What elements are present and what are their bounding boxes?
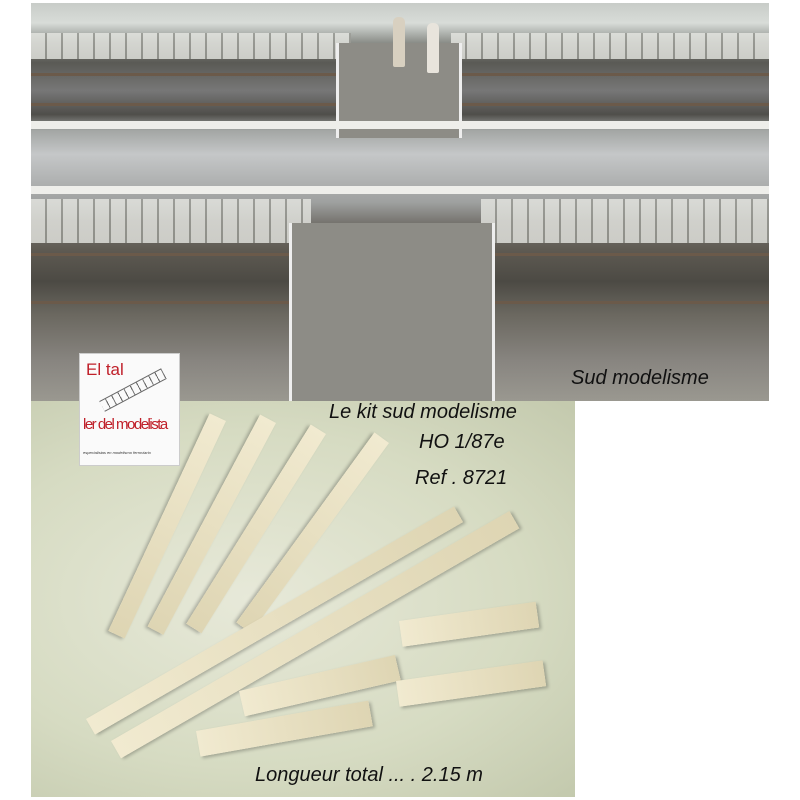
stone-wall <box>31 33 351 59</box>
photo-caption: Sud modelisme <box>571 367 709 389</box>
logo-text: ler del modelista <box>83 416 168 433</box>
platform-edge <box>31 186 769 194</box>
figurine <box>427 23 439 73</box>
platform-crossing-photo: Sud modelisme <box>31 3 769 401</box>
kit-title: Le kit sud modelisme <box>329 401 517 423</box>
el-taller-logo: El tal ler del modelista especialistas e… <box>79 353 180 466</box>
kit-scale: HO 1/87e <box>419 431 505 453</box>
stone-wall <box>451 33 769 59</box>
kit-length: Longueur total ... . 2.15 m <box>255 764 483 786</box>
kit-parts-photo: Le kit sud modelisme HO 1/87e Ref . 8721… <box>31 401 575 797</box>
kit-part <box>399 601 540 647</box>
kit-part <box>396 660 547 707</box>
stone-wall <box>31 199 311 243</box>
stone-wall <box>481 199 769 243</box>
logo-text: El tal <box>86 360 124 379</box>
track-crossing <box>289 223 495 401</box>
platform-edge <box>31 121 769 129</box>
kit-reference: Ref . 8721 <box>415 467 508 489</box>
logo-tagline: especialistas en modelismo ferroviario <box>83 450 151 455</box>
figurine <box>393 17 405 67</box>
kit-part <box>196 700 373 757</box>
